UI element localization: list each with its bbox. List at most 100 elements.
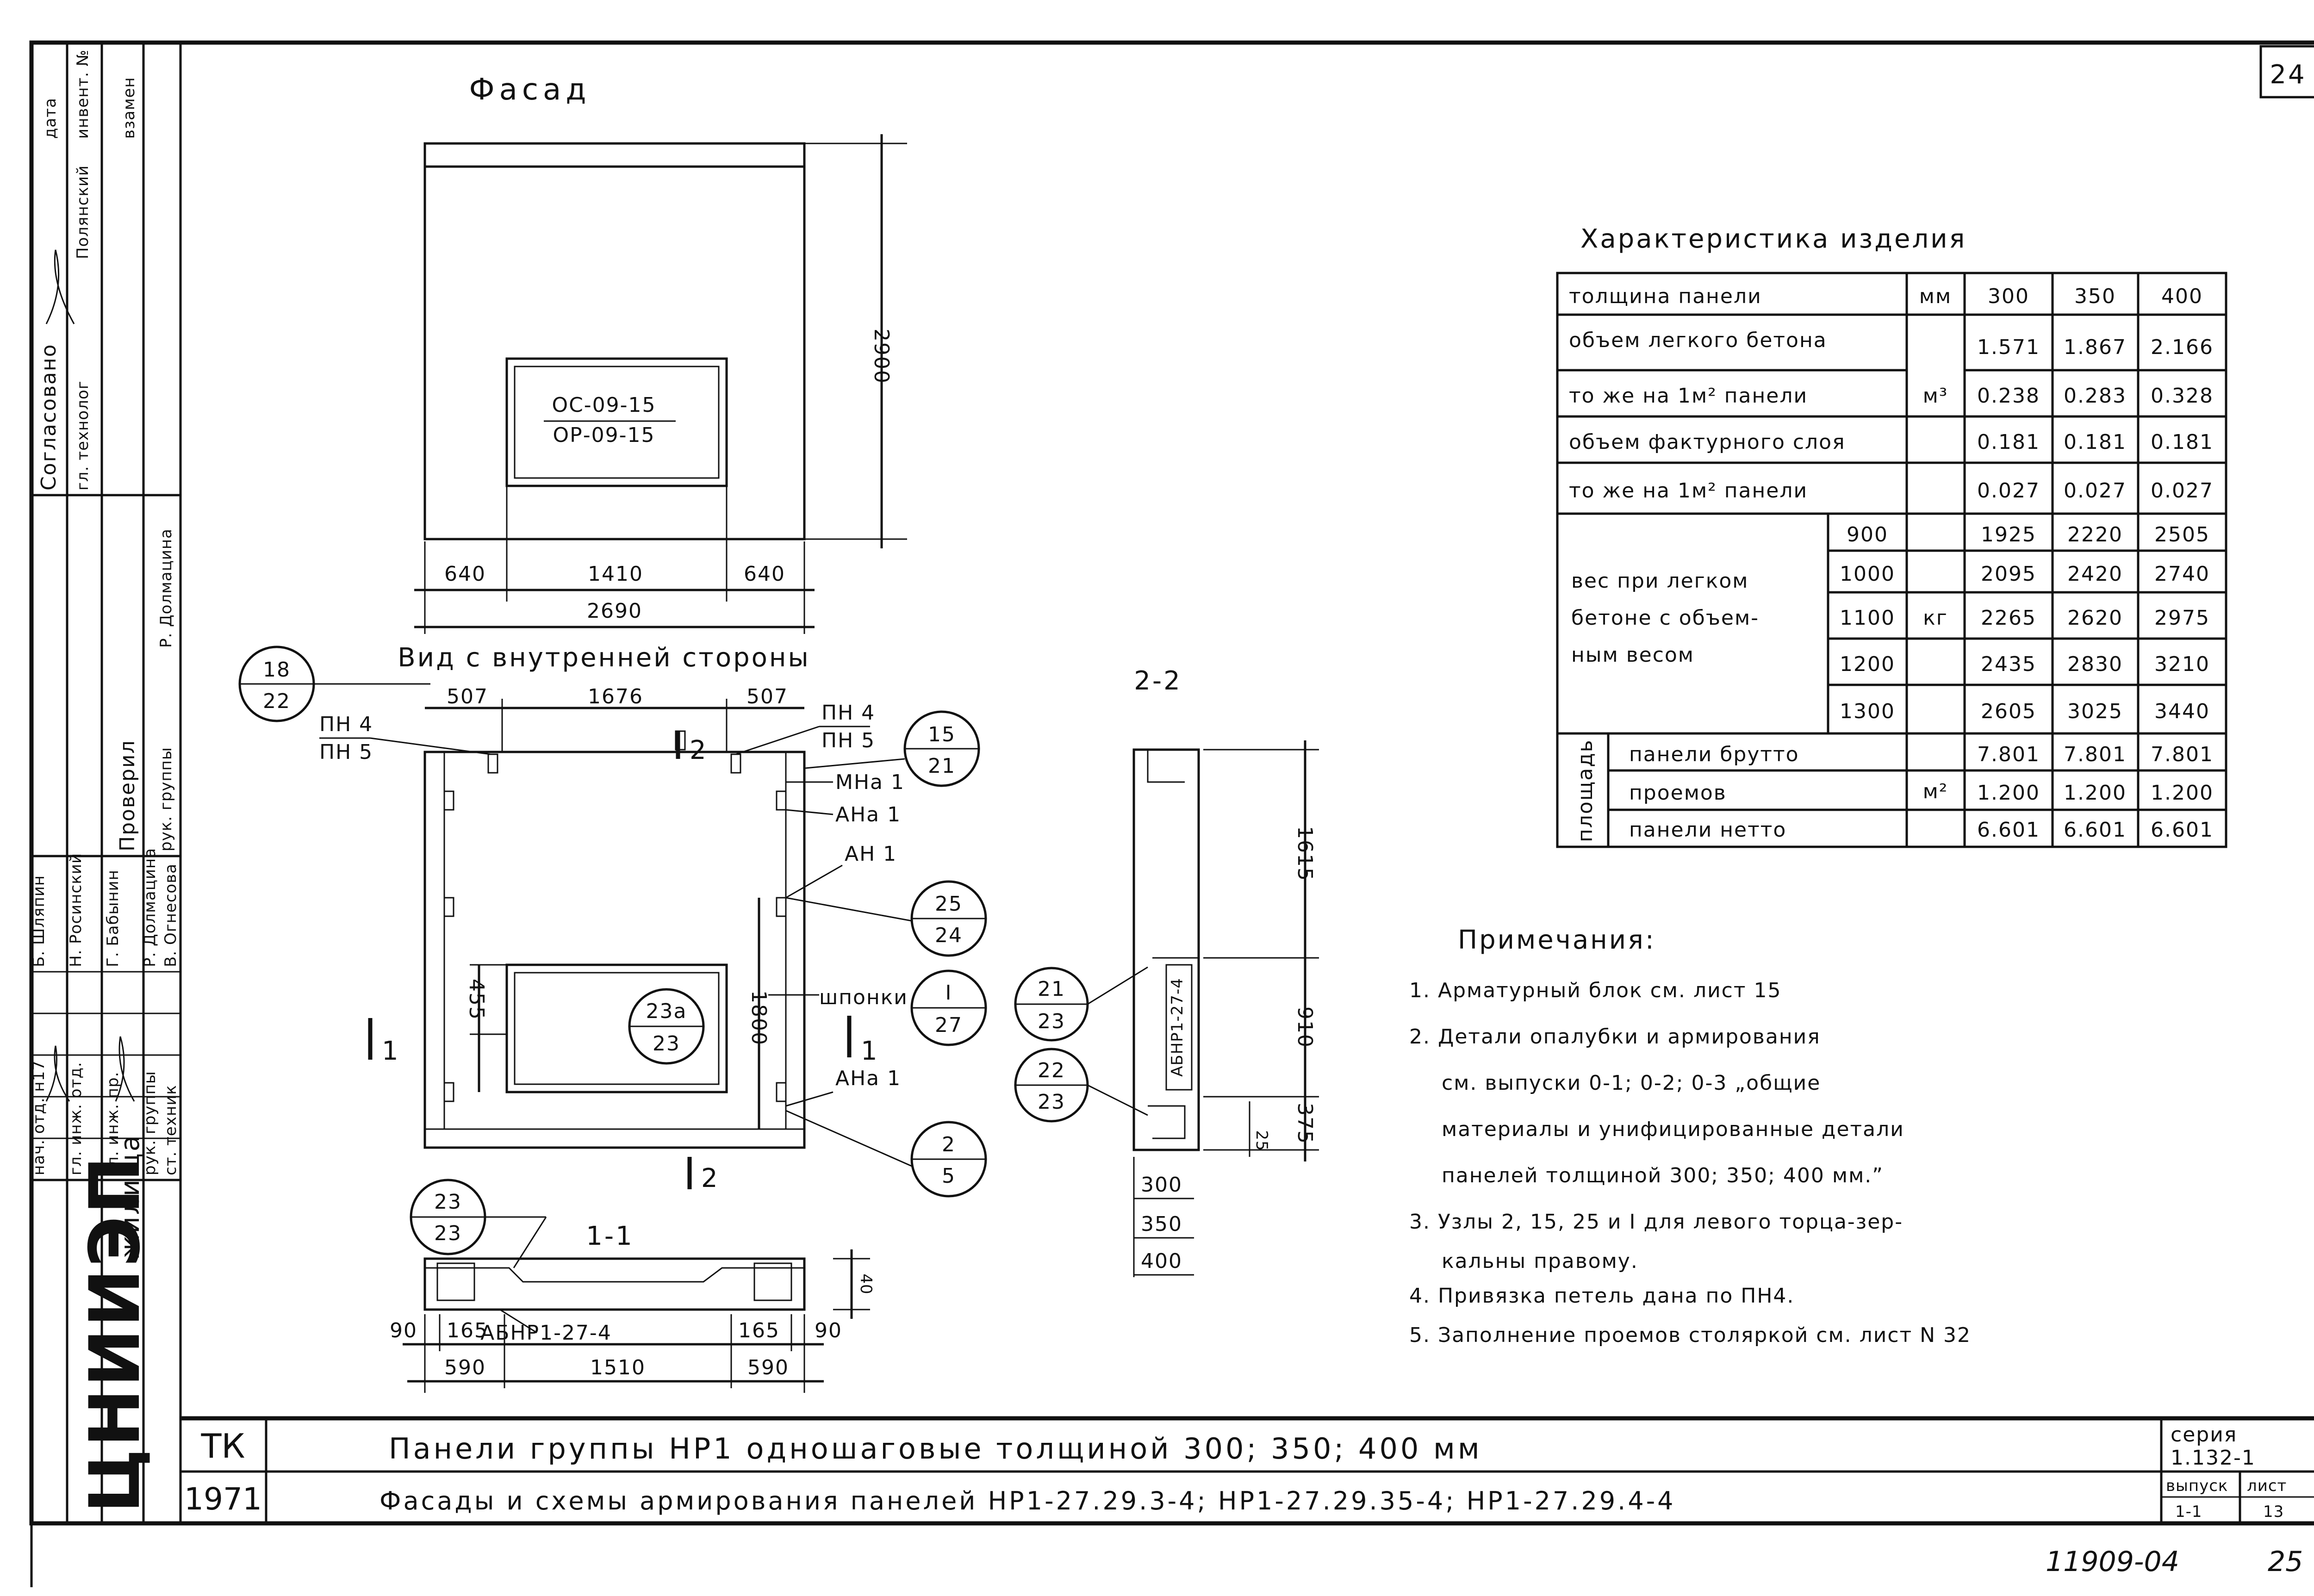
stamp-dolmatsina: Р. Долмацина bbox=[157, 528, 175, 648]
svg-text:2740: 2740 bbox=[2154, 562, 2210, 586]
signature-scribble bbox=[115, 1036, 135, 1102]
section-1-1: 1-1 40 АБНР1-27-4 90 165 165 90 590 1510… bbox=[390, 1221, 875, 1393]
section-1-1-dim-40: 40 bbox=[857, 1273, 875, 1294]
node-callout-25-24: 25 24 bbox=[785, 880, 987, 957]
svg-text:7.801: 7.801 bbox=[2151, 743, 2214, 766]
row-volume-label: объем легкого бетона bbox=[1569, 329, 1827, 352]
svg-text:0.181: 0.181 bbox=[2064, 430, 2127, 454]
section-2-2-dim-375: 375 bbox=[1293, 1103, 1317, 1144]
stamp-vzamen: взамен bbox=[120, 77, 138, 139]
row-facture-label: объем фактурного слоя bbox=[1569, 430, 1846, 454]
vypusk-value: 1-1 bbox=[2175, 1503, 2202, 1521]
staff-name: Б. Шляпин bbox=[30, 875, 48, 967]
svg-text:25: 25 bbox=[935, 892, 963, 916]
staff-name: Г. Бабынин bbox=[104, 869, 122, 967]
weight-label-2: бетоне с объем- bbox=[1571, 606, 1759, 630]
sheet-number-box: 24 bbox=[2259, 45, 2314, 99]
staff-role: гл. инж. отд. bbox=[67, 1062, 85, 1175]
svg-text:0.181: 0.181 bbox=[1977, 430, 2040, 454]
node-callout-I-27: I 27 bbox=[910, 969, 987, 1046]
svg-text:900: 900 bbox=[1847, 523, 1888, 546]
svg-text:проемов: проемов bbox=[1629, 781, 1727, 805]
label-pn4-right: ПН 4 bbox=[821, 701, 875, 725]
svg-text:3210: 3210 bbox=[2154, 652, 2210, 676]
svg-text:2: 2 bbox=[942, 1133, 956, 1156]
section-2-2-dim-910: 910 bbox=[1293, 1006, 1317, 1048]
stamp-soglasovano: Согласовано bbox=[37, 343, 61, 491]
svg-text:панели брутто: панели брутто bbox=[1629, 743, 1799, 766]
row-thickness-label: толщина панели bbox=[1569, 285, 1762, 308]
facade-dim-mid: 1410 bbox=[588, 562, 643, 586]
title-block: ТК 1971 Панели группы НР1 одношаговые то… bbox=[180, 1416, 2314, 1523]
facade-window bbox=[505, 357, 728, 487]
svg-text:23а: 23а bbox=[646, 1000, 687, 1023]
inner-dim-right: 507 bbox=[746, 685, 788, 708]
svg-text:22: 22 bbox=[1038, 1059, 1065, 1082]
node-callout-2-5: 2 5 bbox=[785, 1110, 987, 1198]
svg-text:3440: 3440 bbox=[2154, 700, 2210, 723]
note-line: 3. Узлы 2, 15, 25 и I для левого торца-з… bbox=[1409, 1210, 1903, 1234]
window-label-op: ОР-09-15 bbox=[553, 423, 655, 447]
sheet-frame bbox=[29, 40, 2314, 1587]
side-stamp: Согласовано гл. технолог Полянский дата … bbox=[30, 43, 180, 1523]
title-line-2: Фасады и схемы армирования панелей НР1-2… bbox=[379, 1486, 1676, 1515]
staff-role: нач. отд. н17 bbox=[30, 1060, 48, 1175]
staff-role: рук. группы bbox=[141, 1071, 159, 1175]
label-pn4-left: ПН 4 bbox=[319, 713, 373, 736]
svg-text:1.867: 1.867 bbox=[2064, 335, 2127, 359]
svg-text:23: 23 bbox=[1038, 1090, 1065, 1114]
svg-text:0.328: 0.328 bbox=[2151, 384, 2214, 408]
note-line: см. выпуски 0-1; 0-2; 0-3 „общие bbox=[1442, 1071, 1821, 1095]
staff-name: Н. Росинский bbox=[67, 853, 85, 967]
node-callout-18-22: 18 22 bbox=[238, 646, 430, 722]
inner-dim-height: 1800 bbox=[747, 990, 771, 1046]
svg-text:2435: 2435 bbox=[1981, 652, 2036, 676]
area-unit: м² bbox=[1923, 780, 1948, 803]
svg-text:15: 15 bbox=[928, 723, 956, 746]
inner-window bbox=[505, 963, 728, 1093]
node-callout-21-23: 21 23 bbox=[1014, 966, 1148, 1042]
svg-text:2220: 2220 bbox=[2067, 523, 2123, 546]
stamp-ruk-gruppy: рук. группы bbox=[157, 747, 175, 851]
note-line: 4. Привязка петель дана по ПН4. bbox=[1409, 1284, 1794, 1308]
title-tk: ТК bbox=[200, 1427, 245, 1466]
svg-text:0.027: 0.027 bbox=[2151, 479, 2214, 503]
stamp-invent: инвент. № bbox=[74, 50, 92, 139]
svg-text:1100: 1100 bbox=[1840, 606, 1895, 630]
section-1-1-dim-165-left: 165 bbox=[447, 1319, 488, 1342]
weight-label-3: ным весом bbox=[1571, 643, 1694, 667]
svg-text:2505: 2505 bbox=[2154, 523, 2210, 546]
signature-scribble bbox=[45, 249, 75, 324]
stamp-polyanskiy: Полянский bbox=[74, 165, 92, 259]
label-an1: АН 1 bbox=[845, 842, 897, 866]
svg-text:0.238: 0.238 bbox=[1977, 384, 2040, 408]
note-line: 2. Детали опалубки и армирования bbox=[1409, 1025, 1821, 1049]
vypusk-label: выпуск bbox=[2166, 1477, 2228, 1495]
svg-text:2830: 2830 bbox=[2067, 652, 2123, 676]
doc-page: 25 bbox=[2268, 1546, 2303, 1578]
section-1-1-dim-165-right: 165 bbox=[738, 1319, 780, 1342]
facade-dim-right: 640 bbox=[744, 562, 785, 586]
svg-text:2420: 2420 bbox=[2067, 562, 2123, 586]
staff-role: гл. инж. пр. bbox=[104, 1072, 122, 1175]
stamp-gl-tehnolog: гл. технолог bbox=[74, 381, 92, 491]
label-shponki: шпонки bbox=[819, 986, 908, 1009]
facade-title: Фасад bbox=[469, 73, 591, 107]
facade-dim-height: 2900 bbox=[870, 329, 893, 384]
svg-text:0.027: 0.027 bbox=[1977, 479, 2040, 503]
svg-text:23: 23 bbox=[1038, 1010, 1065, 1033]
svg-text:2.166: 2.166 bbox=[2151, 335, 2214, 359]
seria-value: 1.132-1 bbox=[2171, 1446, 2256, 1470]
svg-text:0.181: 0.181 bbox=[2151, 430, 2214, 454]
svg-text:1.200: 1.200 bbox=[2064, 781, 2127, 805]
stamp-data: дата bbox=[41, 98, 60, 139]
characteristics-title: Характеристика изделия bbox=[1580, 224, 1966, 254]
svg-text:21: 21 bbox=[928, 754, 956, 778]
svg-text:1.571: 1.571 bbox=[1977, 335, 2040, 359]
seria-label: серия bbox=[2171, 1423, 2237, 1447]
list-label: лист bbox=[2247, 1477, 2287, 1495]
svg-text:23: 23 bbox=[434, 1222, 462, 1245]
section-1-1-title: 1-1 bbox=[586, 1221, 634, 1251]
inner-view-title: Вид с внутренней стороны bbox=[398, 643, 810, 673]
svg-text:1925: 1925 bbox=[1981, 523, 2036, 546]
